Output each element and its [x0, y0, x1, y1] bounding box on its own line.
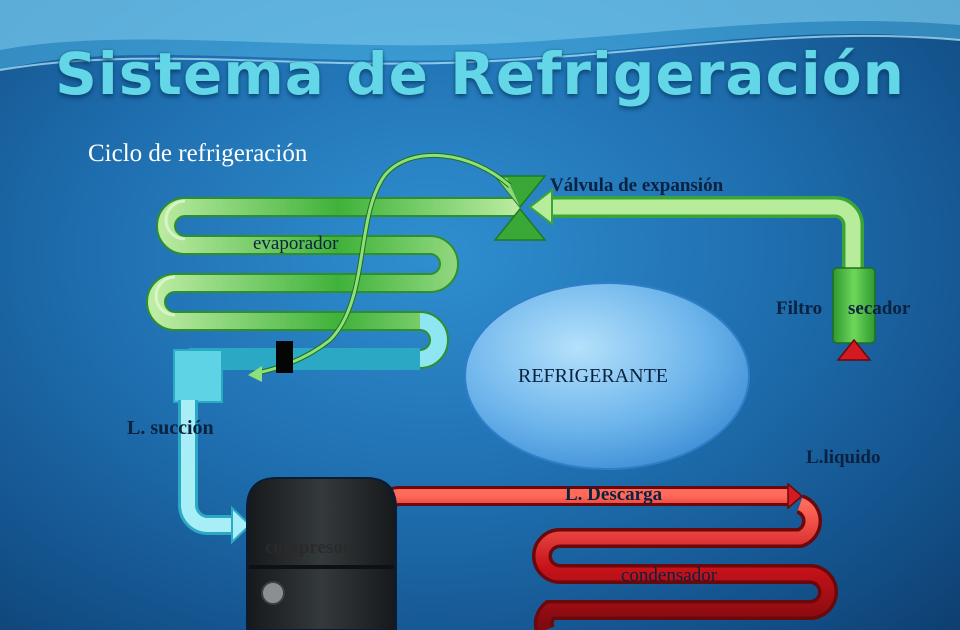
header-wave: [0, 0, 960, 71]
compressor-label: compresor: [265, 537, 352, 558]
discharge-label: L. Descarga: [565, 484, 663, 505]
filter-label-1: Filtro: [776, 298, 823, 319]
compressor-port: [261, 581, 285, 605]
evaporator-coil: [146, 197, 520, 369]
evaporator-label: evaporador: [253, 233, 339, 254]
sensing-bulb: [276, 341, 293, 373]
suction-line: [173, 348, 420, 545]
compressor: [246, 477, 397, 630]
liquid-line-label: L.liquido: [806, 447, 881, 468]
liquid-line-red: [836, 338, 872, 630]
page-title: Sistema de Refrigeración: [55, 40, 905, 108]
sensing-line: [248, 152, 512, 382]
liquid-line-green: [528, 187, 864, 268]
refrigerant-ellipse: [464, 282, 750, 470]
refrigerant-label: REFRIGERANTE: [518, 365, 668, 387]
filter-label-2: secador: [848, 298, 911, 319]
suction-label: L. succión: [127, 417, 214, 439]
condenser-label: condensador: [621, 565, 718, 586]
diagram-subtitle: Ciclo de refrigeración: [88, 140, 308, 167]
valve-label: Válvula de expansión: [550, 175, 724, 196]
